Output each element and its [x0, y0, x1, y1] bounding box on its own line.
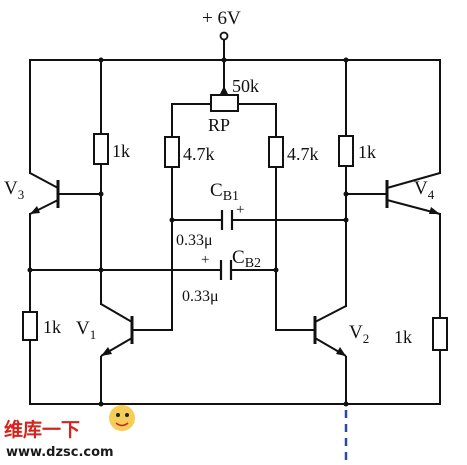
wiper-arrow [219, 86, 229, 96]
resistor-left-top [93, 133, 109, 165]
mascot-icon [109, 405, 135, 431]
r-right-mid-label: 4.7k [287, 144, 319, 164]
watermark-url: www.dzsc.com [6, 445, 114, 460]
resistor-right-mid [268, 136, 284, 168]
cb2-polarity: + [201, 252, 209, 268]
transistor-v1 [100, 303, 134, 404]
pot-value-label: 50k [232, 76, 259, 96]
watermark-brand: 维库一下 [4, 418, 80, 441]
v4-label: V4 [414, 178, 435, 202]
resistor-left-mid [164, 136, 180, 168]
cb1-polarity: + [236, 202, 244, 218]
wires [29, 37, 441, 405]
r-right-top-label: 1k [358, 142, 376, 162]
junction-dots [27, 57, 349, 407]
r-left-bottom-label: 1k [43, 317, 61, 337]
cb1-value: 0.33μ [176, 232, 213, 249]
supply-terminal [219, 31, 229, 41]
cb2-name: CB2 [232, 247, 261, 271]
watermark: 维库一下 www.dzsc.com [4, 405, 135, 460]
v1-label: V1 [76, 318, 96, 342]
transistor-v4 [385, 172, 441, 215]
v2-label: V2 [349, 322, 369, 346]
capacitor-cb1 [220, 210, 234, 230]
supply-label: + 6V [202, 8, 241, 29]
v3-label: V3 [4, 178, 24, 202]
potentiometer-rp [210, 86, 239, 112]
r-right-bottom-label: 1k [394, 327, 412, 347]
resistor-left-bottom [22, 311, 38, 341]
resistor-right-bottom [432, 317, 448, 351]
transistor-v2 [313, 305, 347, 404]
r-left-mid-label: 4.7k [183, 144, 215, 164]
cb2-value: 0.33μ [182, 288, 219, 305]
cb1-name: CB1 [210, 180, 239, 204]
r-left-top-label: 1k [112, 141, 130, 161]
capacitor-cb2 [219, 260, 233, 280]
pot-name-label: RP [208, 115, 230, 135]
resistor-right-top [338, 135, 354, 167]
transistor-v3 [29, 172, 60, 215]
